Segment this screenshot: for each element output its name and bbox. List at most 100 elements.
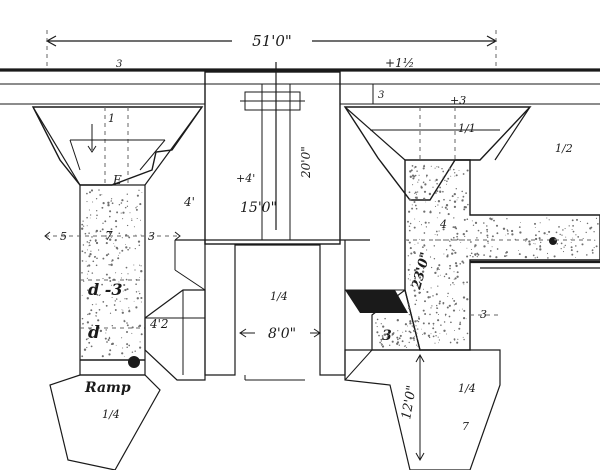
speckle-dot	[487, 242, 489, 244]
left-stall: 5 7 3 d -3 d	[44, 184, 181, 376]
speckle-dot	[534, 222, 536, 225]
centre-channel: 1/4 8'0"	[174, 239, 370, 381]
speckle-dot	[108, 337, 111, 340]
speckle-dot	[477, 229, 480, 232]
speckle-dot	[556, 243, 559, 245]
speckle-dot	[446, 183, 447, 185]
speckle-dot	[136, 194, 139, 197]
speckle-dot	[591, 250, 593, 252]
speckle-dot	[486, 228, 489, 231]
speckle-dot	[445, 173, 447, 175]
speckle-dot	[435, 293, 438, 296]
speckle-dot	[102, 202, 105, 205]
speckle-dot	[399, 334, 402, 337]
speckle-dot	[536, 256, 539, 259]
speckle-dot	[472, 256, 474, 258]
speckle-dot	[409, 225, 411, 227]
speckle-dot	[467, 203, 469, 206]
speckle-dot	[416, 337, 418, 339]
speckle-dot	[118, 203, 121, 206]
speckle-dot	[82, 244, 85, 246]
speckle-dot	[465, 318, 467, 320]
center-80-label: 8'0"	[268, 326, 296, 342]
speckle-dot	[585, 231, 587, 234]
speckle-dot	[81, 317, 84, 320]
center-15-label: 15'0"	[240, 200, 277, 216]
speckle-dot	[406, 346, 408, 348]
speckle-dot	[101, 194, 103, 196]
speckle-dot	[435, 178, 438, 182]
speckle-dot	[437, 313, 440, 316]
right-stall: 4 23'0" 3 3	[345, 159, 600, 351]
speckle-dot	[126, 346, 128, 348]
speckle-dot	[454, 262, 458, 265]
speckle-dot	[402, 331, 404, 333]
speckle-dot	[95, 311, 98, 314]
speckle-dot	[449, 267, 451, 270]
right-3-angle-label: 3	[382, 328, 392, 344]
speckle-dot	[437, 204, 439, 206]
speckle-dot	[575, 245, 577, 247]
speckle-dot	[502, 227, 506, 230]
speckle-dot	[82, 225, 85, 227]
speckle-dot	[89, 217, 91, 219]
speckle-dot	[115, 239, 117, 241]
speckle-dot	[98, 294, 101, 297]
speckle-dot	[114, 300, 117, 302]
speckle-dot	[430, 333, 432, 335]
speckle-dot	[124, 288, 127, 292]
speckle-dot	[439, 186, 441, 189]
speckle-dot	[417, 328, 419, 330]
speckle-dot	[125, 297, 128, 300]
speckle-dot	[428, 322, 430, 325]
speckle-dot	[595, 217, 598, 219]
speckle-dot	[378, 334, 380, 337]
speckle-dot	[426, 290, 429, 294]
speckle-dot	[422, 333, 424, 335]
speckle-dot	[398, 344, 400, 346]
speckle-dot	[125, 266, 128, 269]
speckle-dot	[463, 284, 465, 286]
speckle-dot	[109, 210, 112, 213]
speckle-dot	[422, 239, 424, 241]
speckle-dot	[413, 269, 417, 272]
speckle-dot	[435, 230, 438, 233]
speckle-dot	[435, 335, 437, 337]
speckle-dot	[102, 278, 104, 280]
speckle-dot	[510, 229, 514, 233]
speckle-dot	[412, 177, 415, 180]
speckle-dot	[126, 224, 129, 227]
speckle-dot	[87, 337, 89, 340]
speckle-dot	[577, 236, 580, 238]
speckle-dot	[463, 208, 466, 211]
speckle-dot	[86, 241, 89, 243]
speckle-dot	[408, 229, 411, 232]
speckle-dot	[429, 256, 432, 258]
speckle-dot	[126, 288, 129, 291]
speckle-dot	[477, 253, 480, 256]
speckle-dot	[445, 273, 448, 276]
speckle-dot	[446, 208, 448, 211]
speckle-dot	[124, 298, 126, 300]
speckle-dot	[126, 200, 129, 203]
speckle-dot	[125, 246, 128, 249]
dark-bar	[345, 290, 408, 313]
speckle-dot	[491, 235, 494, 238]
right-dim-3-label: 3	[378, 90, 384, 101]
speckle-dot	[97, 249, 100, 251]
speckle-dot	[417, 320, 420, 323]
left-7-label: 7	[105, 229, 113, 243]
speckle-dot	[456, 341, 459, 344]
speckle-dot	[89, 191, 91, 194]
speckle-dot	[121, 309, 123, 311]
speckle-dot	[442, 228, 445, 231]
speckle-dot	[416, 320, 418, 322]
speckle-dot	[493, 219, 495, 222]
speckle-dot	[459, 262, 462, 265]
speckle-dot	[81, 260, 84, 262]
speckle-dot	[459, 321, 461, 324]
speckle-dot	[391, 333, 394, 336]
speckle-dot	[436, 182, 438, 185]
speckle-dot	[87, 273, 89, 275]
speckle-dot	[432, 335, 435, 338]
